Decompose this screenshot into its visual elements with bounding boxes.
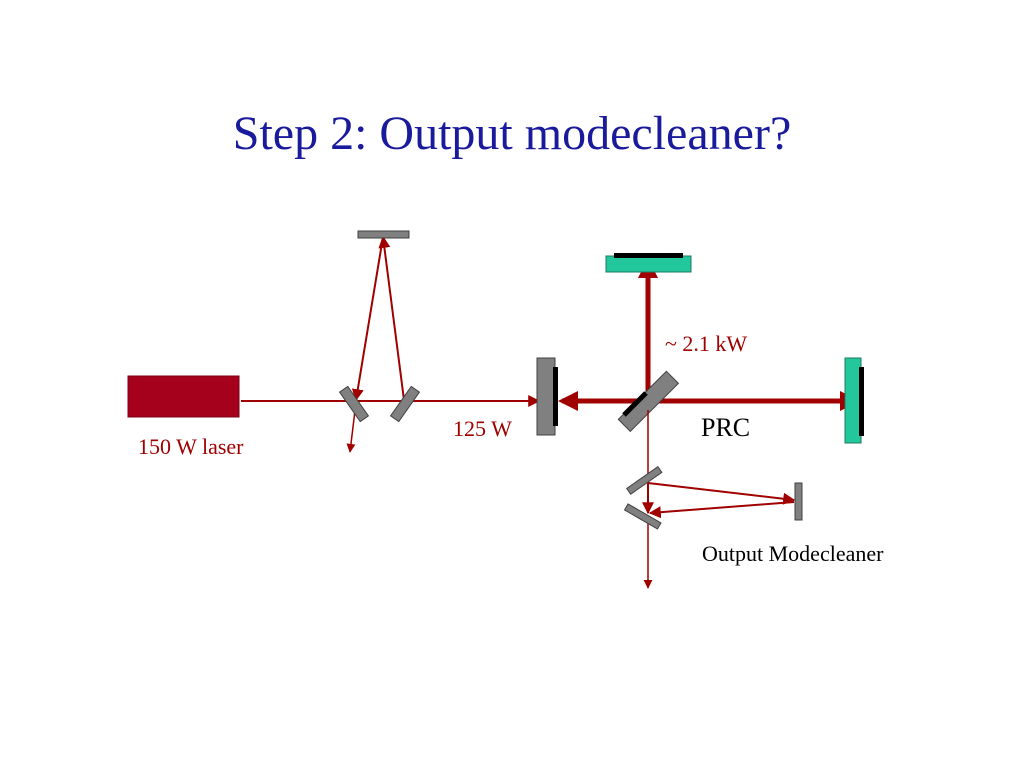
- omc-output-mirror: [623, 503, 662, 530]
- omc-end-mirror: [794, 482, 803, 521]
- imc-input-mirror: [338, 385, 370, 423]
- imc-beam-up-right: [378, 235, 405, 401]
- end-mirror-top-coating: [614, 253, 683, 258]
- beam-splitter-coating: [622, 391, 648, 417]
- power-recycling-mirror-coating: [553, 367, 558, 426]
- imc-top-mirror: [357, 230, 410, 239]
- power-recycling-mirror: [536, 357, 556, 436]
- laser-source: [127, 375, 240, 418]
- end-mirror-top: [605, 255, 692, 273]
- prc-label: PRC: [701, 413, 750, 442]
- omc-beam-return: [648, 501, 795, 519]
- imc-output-mirror: [389, 385, 421, 423]
- imc-beam-up-left: [351, 236, 384, 402]
- input-power-label: 125 W: [453, 416, 512, 441]
- end-mirror-right-coating: [859, 367, 864, 436]
- omc-beam-to-mirror: [647, 482, 796, 505]
- omc-label: Output Modecleaner: [702, 541, 884, 566]
- circulating-power-label: ~ 2.1 kW: [665, 331, 747, 356]
- end-mirror-right: [844, 357, 862, 444]
- slide-title: Step 2: Output modecleaner?: [232, 107, 792, 160]
- laser-label: 150 W laser: [138, 434, 244, 459]
- omc-input-mirror: [626, 465, 663, 495]
